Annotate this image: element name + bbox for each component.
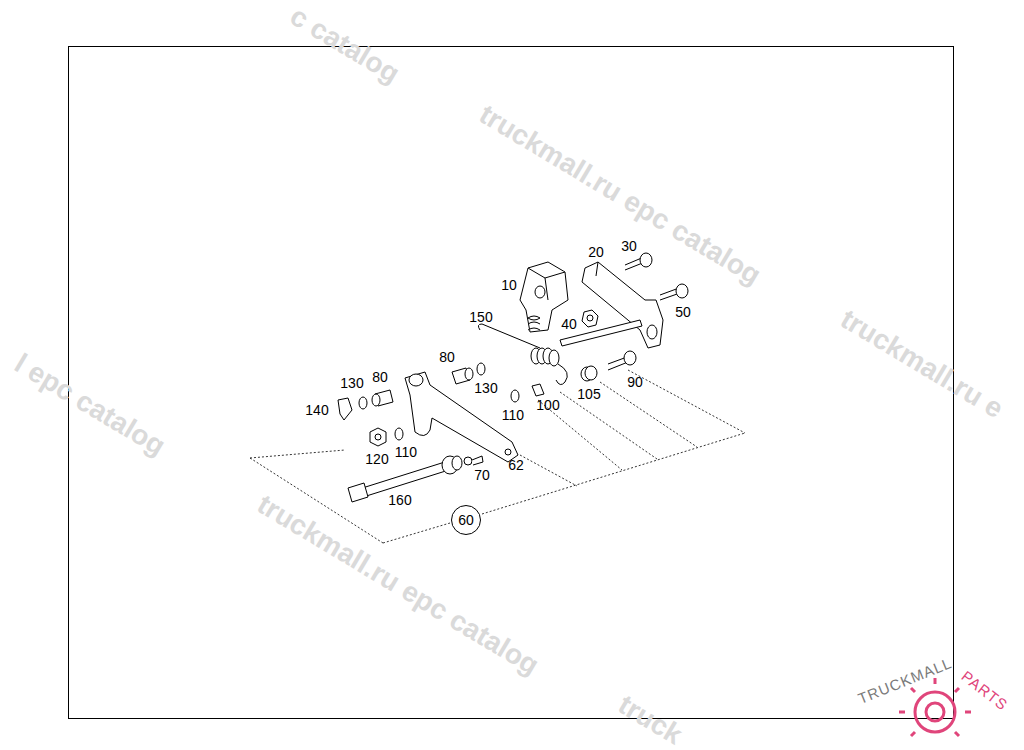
watermark: c catalog xyxy=(286,2,404,89)
callout-number: 90 xyxy=(627,375,643,389)
watermark: truck xyxy=(613,690,686,749)
callout-number: 80 xyxy=(439,350,455,364)
callout-number: 100 xyxy=(536,398,559,412)
callout-number: 130 xyxy=(474,381,497,395)
watermark: truckmall.ru e xyxy=(836,305,1008,424)
watermark: l epc catalog xyxy=(10,349,170,460)
callout-number: 120 xyxy=(365,452,388,466)
callout-number: 105 xyxy=(577,387,600,401)
watermark: truckmall.ru epc catalog xyxy=(475,100,766,290)
callout-number: 40 xyxy=(561,317,577,331)
callout-number: 140 xyxy=(305,403,328,417)
callout-number: 130 xyxy=(340,376,363,390)
watermark: truckmall.ru epc catalog xyxy=(253,490,544,680)
callout-circle: 60 xyxy=(451,505,481,535)
callout-number: 20 xyxy=(588,245,604,259)
callout-number: 70 xyxy=(474,468,490,482)
logo-text: PARTS xyxy=(959,668,1011,713)
callout-number: 80 xyxy=(372,370,388,384)
callout-number: 160 xyxy=(388,493,411,507)
callout-number: 60 xyxy=(458,513,474,527)
callout-number: 30 xyxy=(621,239,637,253)
callout-number: 50 xyxy=(675,305,691,319)
callout-number: 62 xyxy=(508,458,524,472)
callout-number: 150 xyxy=(469,310,492,324)
callout-number: 110 xyxy=(502,408,524,422)
callout-number: 10 xyxy=(501,278,517,292)
logo-text: TRUCKMALL xyxy=(856,654,954,705)
callout-number: 110 xyxy=(395,445,417,459)
